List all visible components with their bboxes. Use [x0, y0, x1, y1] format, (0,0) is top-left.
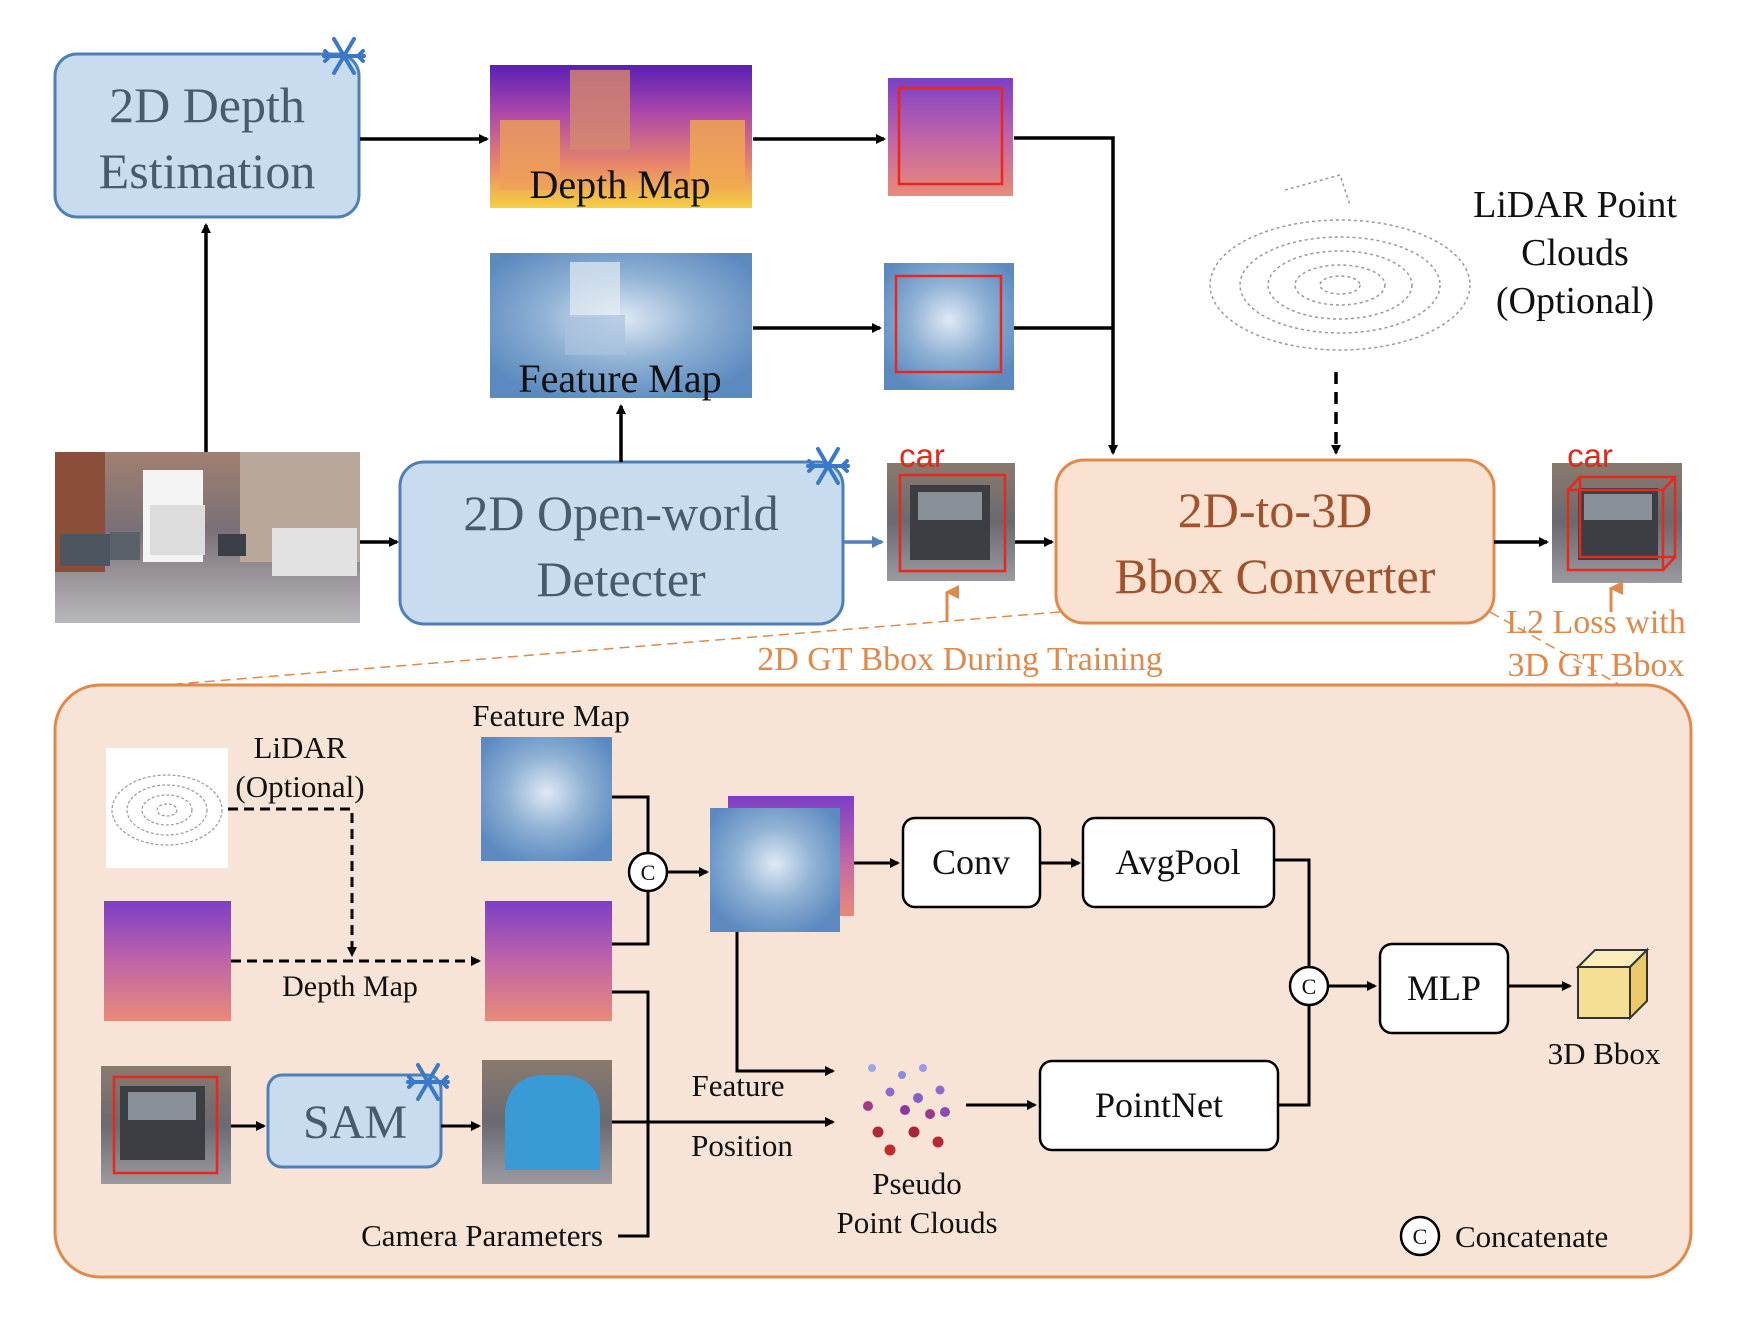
bbox-converter-box: 2D-to-3D Bbox Converter: [1054, 458, 1496, 625]
lidar-top-label: LiDAR Point Clouds (Optional): [1473, 184, 1677, 322]
detail-feature-crop: [481, 737, 612, 861]
depth-estimation-line1: 2D Depth: [109, 77, 305, 133]
gt-3d-note-line1: L2 Loss with: [1506, 604, 1685, 641]
detail-lidar-line2: (Optional): [235, 769, 364, 804]
converter-line2: Bbox Converter: [1115, 548, 1436, 604]
avgpool-box: AvgPool: [1081, 816, 1276, 909]
concat-symbol-1: C: [641, 860, 656, 885]
lidar-line1: LiDAR Point: [1473, 184, 1677, 226]
stacked-feature-depth-image: [710, 796, 854, 932]
feature-map-image: Feature Map: [490, 253, 752, 401]
depth-estimation-line2: Estimation: [99, 143, 316, 199]
concat-legend-label: Concatenate: [1455, 1219, 1608, 1254]
concat-circle-icon: C: [1288, 965, 1330, 1007]
zoom-line-left: [164, 611, 1061, 686]
cube-icon: [1575, 947, 1650, 1021]
gt-2d-note: 2D GT Bbox During Training: [757, 641, 1163, 678]
mlp-box: MLP: [1378, 942, 1510, 1035]
position-arrow-label: Position: [691, 1128, 793, 1163]
depth-estimation-box: 2D Depth Estimation: [53, 52, 361, 219]
pointnet-box: PointNet: [1038, 1059, 1280, 1152]
output-car-label: car: [1567, 437, 1613, 474]
top-arrows: [201, 134, 1549, 547]
detail-arrows: [228, 795, 1572, 1238]
lidar-line2: Clouds: [1521, 232, 1629, 274]
conv-label: Conv: [932, 842, 1010, 882]
street-scene-image: [55, 452, 360, 623]
pointnet-label: PointNet: [1095, 1085, 1223, 1125]
conv-box: Conv: [901, 816, 1042, 909]
detector-box: 2D Open-world Detecter: [398, 460, 845, 626]
concat-legend-symbol: C: [1413, 1224, 1428, 1249]
snowflake-icon: [406, 1063, 450, 1101]
feature-arrow-label: Feature: [692, 1068, 785, 1103]
output-3d-car-image: car: [1552, 437, 1682, 583]
bbox3d-label: 3D Bbox: [1548, 1036, 1661, 1071]
detail-panel: [53, 683, 1693, 1279]
depth-map-image: Depth Map: [490, 65, 752, 208]
camera-params-label: Camera Parameters: [361, 1218, 603, 1253]
detail-feature-map-label: Feature Map: [472, 698, 630, 733]
lidar-line3: (Optional): [1496, 280, 1654, 322]
depth-crop-image: [888, 78, 1013, 196]
converter-line1: 2D-to-3D: [1178, 482, 1372, 538]
detected-car-image: car: [887, 437, 1015, 581]
feature-map-label: Feature Map: [518, 356, 721, 401]
segmented-car-image: [482, 1060, 612, 1184]
concat-circle-icon: C: [627, 851, 669, 893]
detail-lidar-line1: LiDAR: [254, 730, 347, 765]
detector-line1: 2D Open-world: [463, 485, 778, 541]
detail-depth-crop-left: [104, 901, 231, 1021]
concat-symbol-2: C: [1302, 974, 1317, 999]
detail-lidar-image: [106, 748, 228, 868]
depth-map-label: Depth Map: [529, 162, 710, 207]
sam-label: SAM: [303, 1096, 407, 1149]
pseudo-points-line2: Point Clouds: [836, 1205, 997, 1240]
avgpool-label: AvgPool: [1115, 842, 1240, 882]
sam-box: SAM: [266, 1073, 443, 1169]
detail-depth-crop-mid: [485, 901, 612, 1021]
lidar-point-cloud-image: [1209, 174, 1471, 351]
mlp-label: MLP: [1407, 968, 1481, 1008]
detail-depth-map-label: Depth Map: [282, 970, 418, 1003]
pseudo-point-cloud-icon: [863, 1064, 950, 1156]
gt-3d-note-line2: 3D GT Bbox: [1508, 647, 1685, 684]
snowflake-icon: [322, 37, 366, 75]
detector-line2: Detecter: [536, 551, 706, 607]
detected-car-label: car: [899, 437, 945, 474]
zoom-line-right: [1489, 611, 1621, 686]
concat-legend: C Concatenate: [1399, 1215, 1608, 1257]
feature-crop-image: [884, 263, 1014, 390]
pseudo-points-line1: Pseudo: [872, 1166, 962, 1201]
snowflake-icon: [806, 447, 850, 485]
detail-car-image: [101, 1066, 231, 1184]
